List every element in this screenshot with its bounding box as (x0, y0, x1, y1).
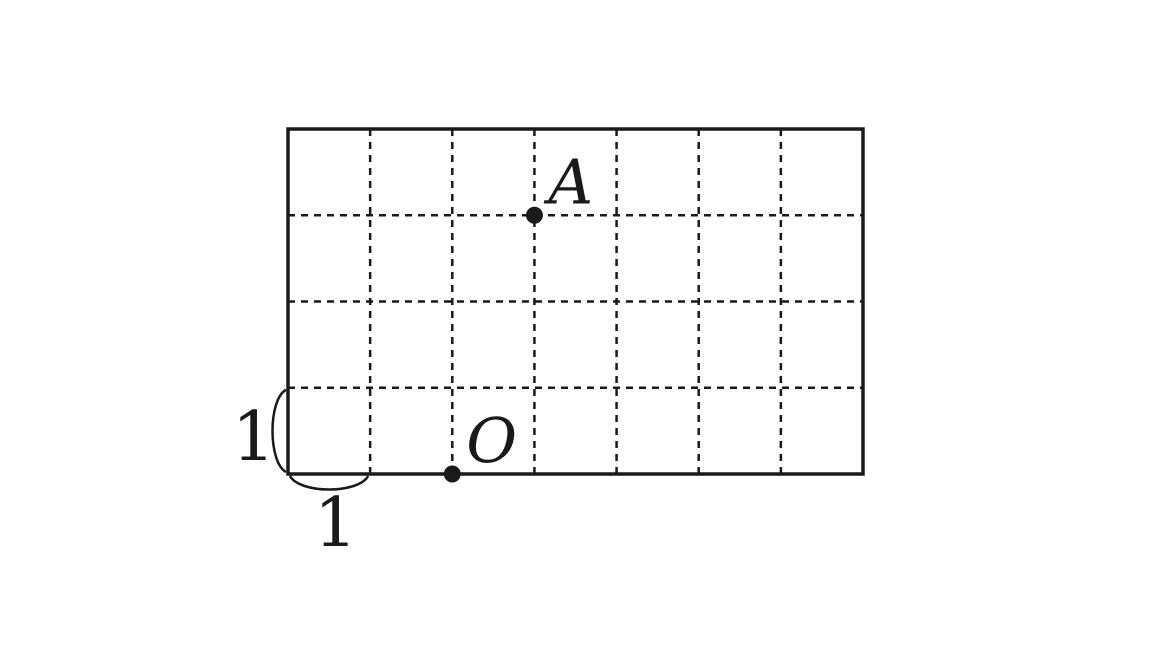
vertical-unit-brace (271, 388, 287, 474)
vertical-unit-label: 1 (232, 398, 275, 477)
point-o-marker (443, 465, 461, 483)
horizontal-unit-brace (288, 475, 370, 491)
dashed-grid-lines (288, 129, 863, 474)
grid-frame (286, 127, 865, 476)
point-a-marker (525, 206, 543, 224)
unit-braces (271, 388, 370, 491)
point-a-label: A (543, 145, 593, 218)
horizontal-unit-label: 1 (314, 484, 357, 563)
points-layer: AO (443, 145, 593, 483)
point-o-label: O (466, 404, 517, 477)
